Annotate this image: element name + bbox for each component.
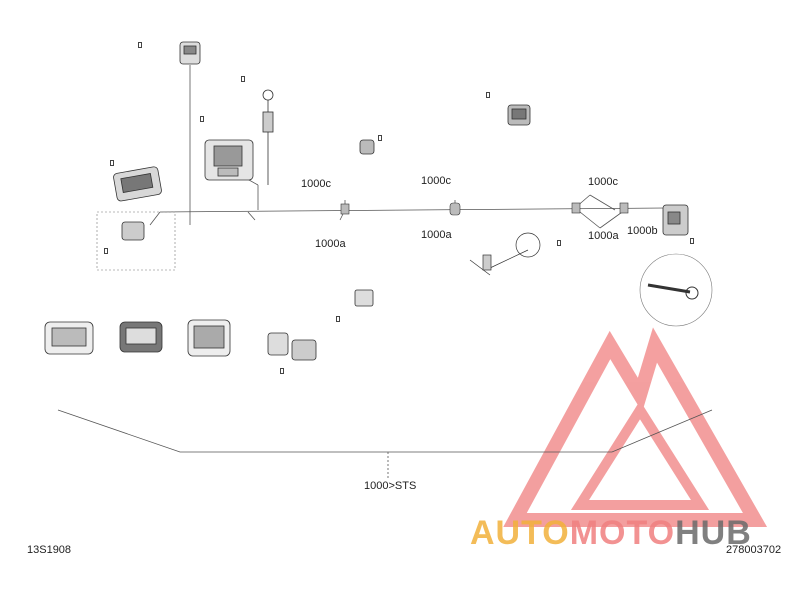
watermark-part1: AUTO	[470, 514, 570, 552]
ref-tag: ​	[104, 248, 108, 254]
harness-interconnector	[113, 166, 162, 202]
figure-id: 13S1908	[27, 544, 72, 556]
ref-tag: ​	[200, 116, 204, 122]
battery-cable	[262, 89, 274, 185]
detail-a	[639, 253, 713, 327]
ref-tag: ​	[336, 316, 340, 322]
ref-tag: ​	[486, 92, 490, 98]
callout-sts: 1000>STS	[364, 480, 417, 492]
lower-trunk	[57, 409, 713, 478]
ref-tag: ​	[280, 368, 284, 374]
fuse-holder	[204, 139, 254, 181]
top-right-connector	[507, 104, 531, 126]
part-number: 278003702	[726, 544, 782, 556]
watermark-text: AUTOMOTOHUB	[470, 514, 752, 553]
ref-tag: ​	[557, 240, 561, 246]
callout-1000a: 1000a	[315, 238, 346, 250]
watermark-part3: HUB	[675, 514, 752, 552]
ground-assembly	[469, 232, 541, 276]
callout-1000a: 1000a	[421, 229, 452, 241]
callout-1000c: 1000c	[301, 178, 331, 190]
motor-connector	[662, 204, 689, 236]
ref-tag: ​	[138, 42, 142, 48]
ref-tag: ​	[241, 76, 245, 82]
callout-1000c: 1000c	[421, 175, 451, 187]
watermark-part2: MOTO	[569, 514, 676, 552]
callout-1000a: 1000a	[588, 230, 619, 242]
callout-1000b: 1000b	[627, 225, 658, 237]
center-sensor	[359, 139, 375, 155]
splice-points	[340, 202, 629, 216]
connector-views	[44, 319, 317, 361]
fuel-pump-connector	[179, 41, 201, 65]
ref-tag: ​	[690, 238, 694, 244]
watermark-logo	[503, 327, 768, 527]
ref-tag: ​	[110, 160, 114, 166]
detail-box	[96, 211, 176, 271]
diagnostic-connector	[354, 289, 374, 307]
callout-1000c: 1000c	[588, 176, 618, 188]
ref-tag: ​	[378, 135, 382, 141]
